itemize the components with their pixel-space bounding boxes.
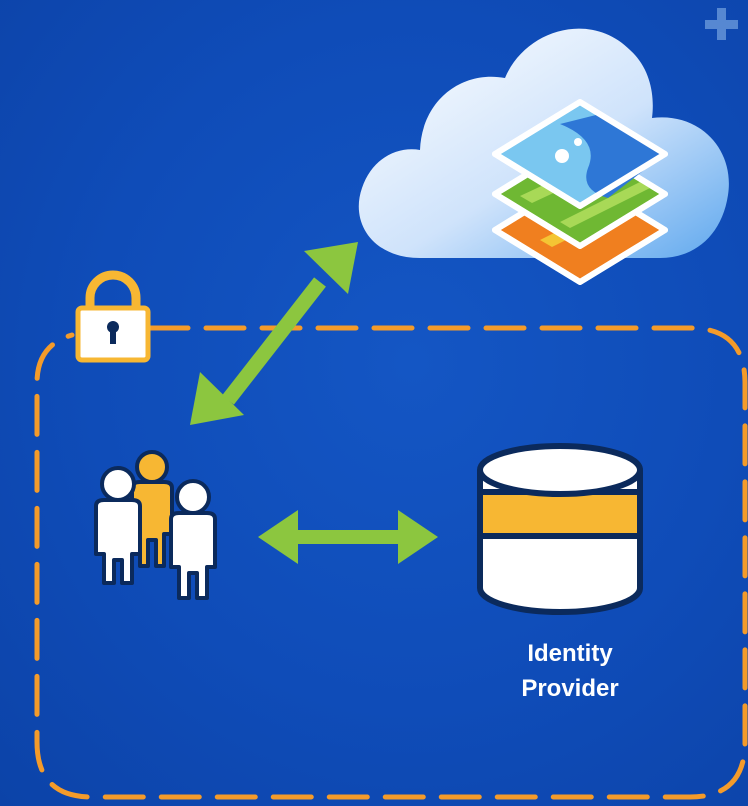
padlock-icon [75, 270, 151, 363]
users-group-icon [94, 450, 217, 600]
horizontal-double-arrow [258, 510, 438, 564]
diagonal-double-arrow [190, 242, 358, 425]
identity-provider-label: Identity Provider [470, 636, 670, 706]
identity-provider-line1: Identity [527, 640, 613, 667]
database-icon [477, 443, 643, 615]
plus-icon [705, 8, 738, 40]
map-layers-icon [492, 99, 668, 285]
secure-boundary [34, 325, 748, 800]
identity-provider-line2: Provider [521, 675, 619, 702]
